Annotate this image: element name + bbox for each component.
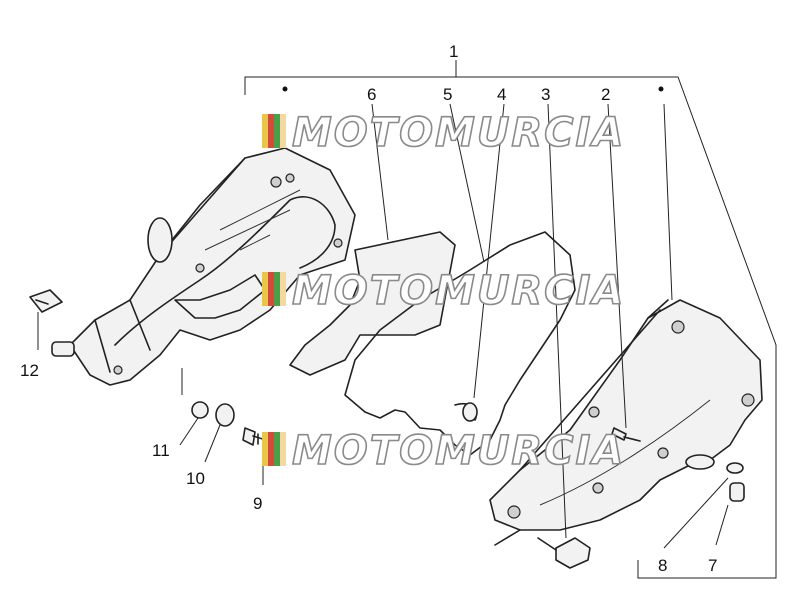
air-box-cover-part-8 [489, 103, 763, 531]
svg-text:MOTOMURCIA: MOTOMURCIA [292, 428, 625, 474]
callout-8: 8 [658, 556, 667, 575]
screw-part-2 [607, 103, 641, 442]
clip-nut-part-12 [29, 289, 63, 350]
callout-3: 3 [541, 85, 550, 104]
callout-10: 10 [186, 469, 205, 488]
air-box-housing [51, 147, 356, 386]
cap-part-7 [715, 482, 745, 546]
filter-element-part-6 [289, 103, 456, 376]
svg-text:MOTOMURCIA: MOTOMURCIA [292, 268, 625, 314]
bracket-dot-right [658, 86, 664, 92]
callout-4: 4 [497, 85, 506, 104]
callout-5: 5 [443, 85, 452, 104]
washer-part-11 [179, 368, 209, 446]
assembly-bracket [244, 60, 777, 579]
callout-2: 2 [601, 85, 610, 104]
callout-1: 1 [449, 42, 458, 61]
clamp-part-8-small [663, 462, 744, 549]
bracket-dot-left [282, 86, 288, 92]
callout-11: 11 [152, 441, 170, 460]
callout-9: 9 [253, 494, 262, 513]
callout-12: 12 [20, 361, 39, 380]
watermark-top: MOTOMURCIA [262, 109, 625, 157]
callout-7: 7 [708, 556, 717, 575]
svg-text:MOTOMURCIA: MOTOMURCIA [292, 110, 625, 156]
grommet-part-4 [462, 103, 505, 422]
drain-plug-part-3 [494, 103, 591, 569]
watermark-bottom: MOTOMURCIA [262, 427, 625, 475]
callout-6: 6 [367, 85, 376, 104]
lock-washer-part-10 [204, 403, 235, 463]
watermark-middle: MOTOMURCIA [262, 267, 625, 315]
